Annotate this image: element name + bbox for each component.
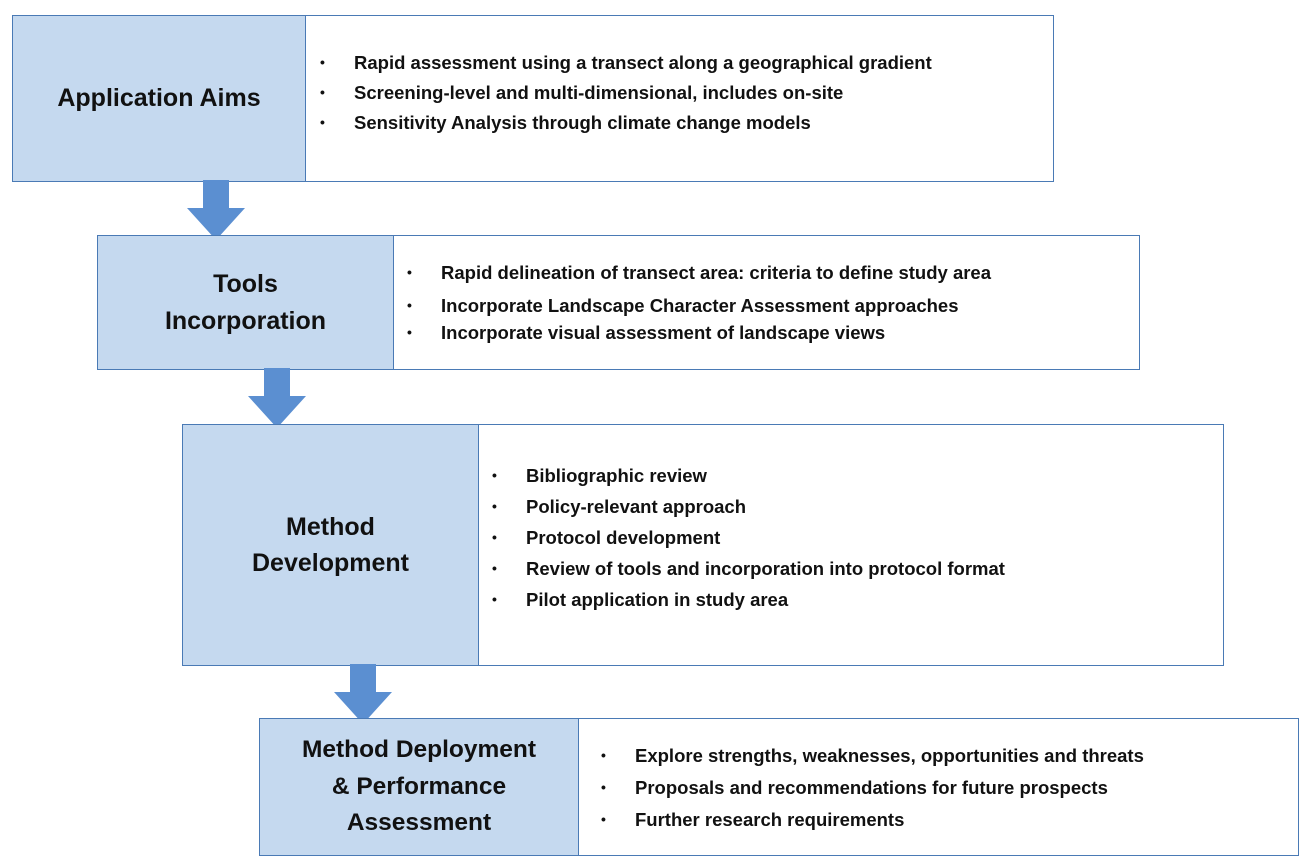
bullet-list: • Rapid assessment using a transect alon… <box>320 52 1053 142</box>
bullet-icon: • <box>492 529 497 545</box>
bullet-icon: • <box>320 84 325 100</box>
bullet-list: • Rapid delineation of transect area: cr… <box>407 262 1139 349</box>
bullet-icon: • <box>320 54 325 70</box>
step-body: • Rapid assessment using a transect alon… <box>306 16 1053 181</box>
list-item: • Review of tools and incorporation into… <box>492 558 1005 579</box>
bullet-icon: • <box>601 811 606 827</box>
bullet-icon: • <box>492 591 497 607</box>
list-item: • Rapid delineation of transect area: cr… <box>407 262 992 283</box>
bullet-list: • Explore strengths, weaknesses, opportu… <box>601 745 1298 841</box>
step-method-deployment: Method Deployment & Performance Assessme… <box>259 718 1299 856</box>
step-body: • Bibliographic review • Policy-relevant… <box>479 425 1223 665</box>
list-item: • Incorporate visual assessment of lands… <box>407 322 886 343</box>
step-application-aims: Application Aims • Rapid assessment usin… <box>12 15 1054 182</box>
bullet-icon: • <box>407 264 412 280</box>
list-item: • Proposals and recommendations for futu… <box>601 777 1108 798</box>
step-body: • Explore strengths, weaknesses, opportu… <box>579 719 1298 855</box>
list-item: • Policy-relevant approach <box>492 496 747 517</box>
bullet-icon: • <box>601 779 606 795</box>
down-arrow-icon <box>334 664 392 724</box>
list-item: • Incorporate Landscape Character Assess… <box>407 295 959 316</box>
bullet-icon: • <box>492 467 497 483</box>
list-item: • Bibliographic review <box>492 465 707 486</box>
list-item: • Explore strengths, weaknesses, opportu… <box>601 745 1144 766</box>
list-item: • Rapid assessment using a transect alon… <box>320 52 932 73</box>
bullet-icon: • <box>407 297 412 313</box>
step-label: Tools Incorporation <box>98 236 394 369</box>
down-arrow-icon <box>248 368 306 428</box>
bullet-icon: • <box>320 114 325 130</box>
step-method-development: Method Development • Bibliographic revie… <box>182 424 1224 666</box>
list-item: • Sensitivity Analysis through climate c… <box>320 112 811 133</box>
down-arrow-icon <box>187 180 245 240</box>
bullet-icon: • <box>601 747 606 763</box>
step-body: • Rapid delineation of transect area: cr… <box>394 236 1139 369</box>
bullet-icon: • <box>492 498 497 514</box>
step-label: Application Aims <box>13 16 306 181</box>
list-item: • Protocol development <box>492 527 721 548</box>
bullet-icon: • <box>407 324 412 340</box>
list-item: • Screening-level and multi-dimensional,… <box>320 82 844 103</box>
step-tools-incorporation: Tools Incorporation • Rapid delineation … <box>97 235 1140 370</box>
bullet-list: • Bibliographic review • Policy-relevant… <box>492 465 1223 620</box>
step-label: Method Deployment & Performance Assessme… <box>260 719 579 855</box>
bullet-icon: • <box>492 560 497 576</box>
step-label: Method Development <box>183 425 479 665</box>
list-item: • Pilot application in study area <box>492 589 789 610</box>
list-item: • Further research requirements <box>601 809 905 830</box>
